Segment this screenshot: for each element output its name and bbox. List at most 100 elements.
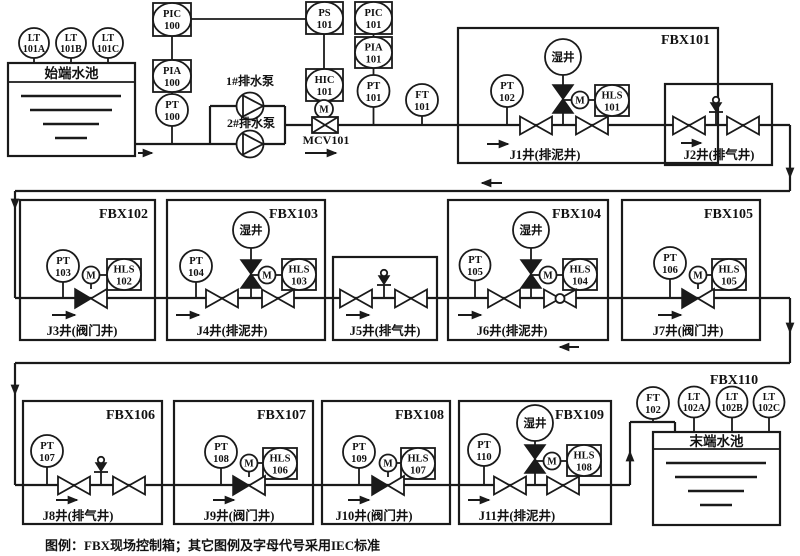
instrument-tag: HLS	[269, 454, 290, 465]
instrument-num: 102	[499, 93, 515, 104]
well-j5: J5井(排气井)	[331, 255, 439, 342]
instrument-tag: PT	[165, 100, 178, 111]
valve-triangle	[519, 259, 543, 276]
motor-ring	[538, 265, 558, 285]
instrument-tag: HLS	[601, 91, 622, 102]
wet-well-label: 湿井	[552, 50, 575, 64]
instrument-num: 101B	[60, 44, 82, 55]
end-pool-station-fbx110: FBX110 FT 102 LT 102A LT 102B LT 102C 末端…	[636, 373, 786, 527]
instrument-num: 106	[662, 265, 678, 276]
instrument-tag: LT	[65, 33, 78, 44]
instrument-num: 101	[366, 20, 382, 31]
wet-well-label: 湿井	[520, 223, 543, 237]
instrument-hls108: HLS 108	[566, 444, 602, 477]
instrument-num: 101C	[97, 44, 119, 55]
instrument-num: 105	[721, 277, 737, 288]
valve-triangle	[232, 474, 251, 497]
valve-triangle	[57, 474, 76, 497]
instrument-pic101: PIC 101	[354, 1, 393, 35]
valve-triangle	[220, 287, 239, 310]
valve-triangle	[696, 287, 715, 310]
motorized-valve-j10	[371, 474, 405, 497]
fbx110-label: FBX110	[710, 373, 758, 388]
drain-valve-j11	[523, 444, 547, 474]
pump1-label: 1#排水泵	[226, 73, 274, 88]
instrument-num: 101	[317, 20, 333, 31]
instrument-num: 102C	[758, 403, 780, 414]
gate-valve	[487, 287, 521, 310]
instrument-ring	[566, 444, 602, 477]
wet-well-label: 湿井	[240, 223, 263, 237]
well-j9-fbx107: FBX107 PT 108 M HLS 106 J9井(阀门井)	[172, 399, 315, 526]
instrument-num: 100	[164, 21, 180, 32]
instrument-tag: PIC	[364, 8, 382, 19]
well-j7-fbx105: FBX105 PT 106 M HLS 105 J7井(阀门井)	[620, 198, 762, 342]
instrument-tag: PIA	[364, 43, 383, 54]
motor-circle-j3: M	[81, 265, 101, 285]
instrument-ring	[92, 27, 124, 59]
instrument-pt104: PT 104	[179, 249, 213, 283]
instrument-tag: HIC	[315, 75, 335, 86]
gate-valve	[339, 287, 373, 310]
motor-letter: M	[244, 459, 254, 470]
valve-triangle	[276, 287, 295, 310]
instrument-num: 108	[213, 454, 229, 465]
instrument-ring	[30, 434, 64, 468]
instrument-num: 107	[410, 466, 426, 477]
motor-ring	[542, 451, 562, 471]
well-box-j2	[663, 82, 774, 167]
instrument-ft101: FT 101	[405, 83, 439, 117]
gate-valve	[726, 114, 760, 137]
instrument-num: 101	[317, 87, 333, 98]
instrument-ring	[354, 1, 393, 35]
well-j10-fbx108: FBX108 PT 109 M HLS 107 J10井(阀门井)	[320, 399, 452, 526]
well-j1-fbx101: FBX101 PT 102 湿井 M HLS 101	[456, 26, 720, 165]
instrument-ring	[354, 36, 393, 69]
instrument-ring	[467, 433, 501, 467]
well-box-j10	[320, 399, 452, 526]
fbx104-label: FBX104	[552, 207, 601, 222]
instrument-tag: LT	[688, 392, 701, 403]
air-valve-cup	[377, 275, 391, 286]
valve-triangle	[112, 474, 131, 497]
pool-body	[6, 61, 137, 158]
instrument-tag: PS	[318, 8, 330, 19]
instrument-tag: PT	[189, 256, 202, 267]
well-j4-fbx103: FBX103 湿井 PT 104 M HLS 103	[165, 198, 327, 342]
instrument-ring	[152, 59, 192, 93]
well-label-j8: J8井(排气井)	[43, 508, 114, 523]
drain-valve-j6	[519, 259, 543, 289]
instrument-ring	[281, 258, 317, 291]
instrument-ring	[677, 385, 711, 419]
wet-well-j6: 湿井	[512, 211, 550, 249]
instrument-pia101: PIA 101	[354, 36, 393, 69]
instrument-num: 103	[291, 277, 307, 288]
instrument-num: 102	[645, 405, 661, 416]
fbx103-label: FBX103	[269, 207, 318, 222]
well-box-j6	[446, 198, 610, 342]
valve-triangle	[72, 474, 91, 497]
instrument-tag: PT	[352, 442, 365, 453]
pool-end-title: 末端水池	[690, 433, 744, 449]
pool-body	[651, 430, 782, 527]
instrument-hls104: HLS 104	[562, 258, 598, 291]
motor-circle-j10: M	[378, 453, 398, 473]
instrument-ring	[342, 435, 376, 469]
instrument-tag: FT	[415, 90, 428, 101]
valve-triangle	[354, 287, 373, 310]
instrument-num: 101	[366, 55, 382, 66]
gate-valve	[546, 474, 580, 497]
well-label-j11: J11井(排泥井)	[479, 508, 555, 523]
motorized-valve-j9	[232, 474, 266, 497]
air-valve-cap	[379, 268, 389, 278]
motor-circle-j6: M	[538, 265, 558, 285]
instrument-tag: HLS	[569, 265, 590, 276]
valve-triangle	[386, 474, 405, 497]
valve-triangle	[681, 287, 700, 310]
instrument-num: 101	[366, 93, 382, 104]
wet-well-j4: 湿井	[232, 211, 270, 249]
well-box-j11	[457, 399, 613, 526]
instrument-ring	[46, 249, 80, 283]
valve-triangle	[519, 114, 538, 137]
